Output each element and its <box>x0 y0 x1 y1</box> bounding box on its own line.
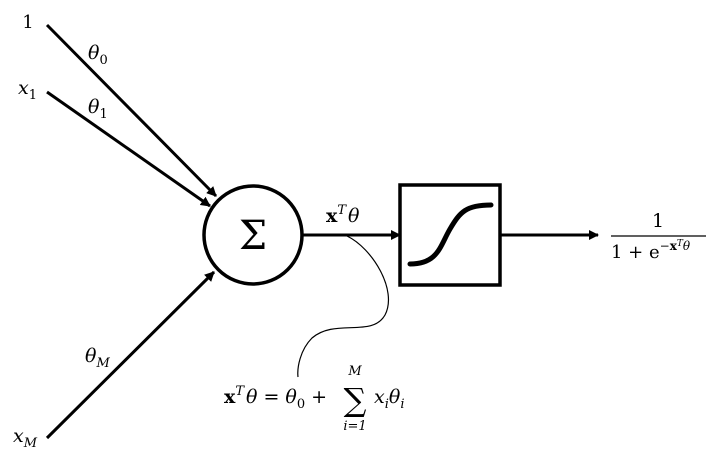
sum-term: xiθi <box>374 386 405 412</box>
annotation-connector <box>297 235 390 378</box>
summation-symbol: Σ <box>239 213 267 259</box>
sigmoid-curve-icon <box>407 202 494 267</box>
sigmoid-output-fraction: 1 1 + e−xTθ <box>611 210 706 263</box>
edge-x1-to-sum <box>46 90 211 208</box>
edge-xM-to-sum <box>45 270 216 440</box>
summation-node <box>202 184 304 286</box>
sum-lower-limit: i=1 <box>343 419 366 434</box>
fraction-denominator: 1 + e−xTθ <box>611 239 691 263</box>
weight-thetaM-label: θM <box>85 345 110 371</box>
input-x1-label: x1 <box>18 77 37 103</box>
input-bias-label: 1 <box>22 12 33 33</box>
weight-theta1-label: θ1 <box>88 96 108 122</box>
activation-box <box>398 183 502 287</box>
edge-bias-to-sum <box>45 23 218 198</box>
fraction-numerator: 1 <box>652 210 664 232</box>
input-xM-label: xM <box>13 425 38 451</box>
weight-theta0-label: θ0 <box>88 42 108 68</box>
sum-upper-limit: M <box>347 364 362 379</box>
sum-symbol: ∑ <box>344 381 367 419</box>
